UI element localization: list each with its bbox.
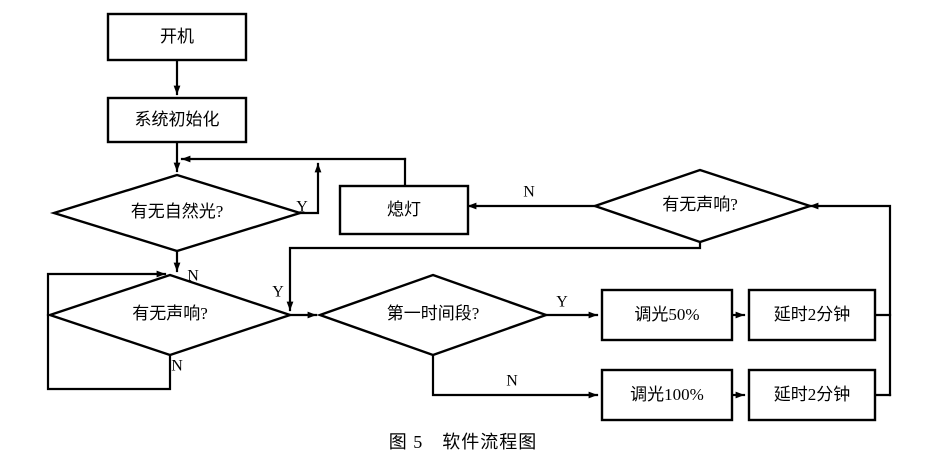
node-dim-100-label: 调光100% [630,385,704,404]
branch-label-natural-no: N [187,268,199,285]
branch-label-first-period-no: N [506,373,518,390]
node-natural-light-label: 有无自然光? [131,202,224,221]
branch-label-layer: Y N N Y N Y N [171,184,568,390]
node-start-label: 开机 [160,27,194,46]
node-init-label: 系统初始化 [135,110,220,129]
node-lamp-off-shape [338,184,470,236]
node-delay-bottom-label: 延时2分钟 [774,385,851,404]
node-dim-100-shape [600,368,734,422]
node-dim-50-shape [600,288,734,342]
node-init[interactable]: 系统初始化 [106,96,248,144]
connector-rightbus-to-soundtop [808,202,892,397]
figure-caption: 图 5 软件流程图 [388,432,538,452]
branch-label-sound-left-no: N [171,358,183,375]
node-sound-top-label: 有无声响? [662,195,738,214]
node-first-period-label: 第一时间段? [387,304,480,323]
node-dim-50-label: 调光50% [634,305,699,324]
branch-label-sound-top-yes: Y [272,284,284,301]
connector-soundleft-no-loop [46,270,172,391]
node-delay-top-shape [747,288,877,342]
node-init-shape [106,96,248,144]
connector-soundtop-yes [286,240,702,312]
node-sound-left-shape [46,273,294,357]
node-delay-top[interactable]: 延时2分钟 [747,288,877,342]
node-delay-bottom[interactable]: 延时2分钟 [747,368,877,422]
node-delay-bottom-shape [747,368,877,422]
node-lamp-off[interactable]: 熄灯 [338,184,470,236]
branch-label-first-period-yes: Y [556,294,568,311]
connector-layer [46,58,892,399]
node-sound-top-shape [591,168,814,244]
node-natural-light-shape [49,173,305,253]
node-sound-top-decision[interactable]: 有无声响? [591,168,814,244]
node-first-period-shape [316,273,550,357]
node-dim-50[interactable]: 调光50% [600,288,734,342]
node-sound-left-label: 有无声响? [132,304,208,323]
node-lamp-off-label: 熄灯 [387,200,421,219]
node-start[interactable]: 开机 [106,12,248,62]
connector-period-no [431,353,599,399]
node-natural-light-decision[interactable]: 有无自然光? [49,173,305,253]
branch-label-sound-top-no: N [523,184,535,201]
node-first-period-decision[interactable]: 第一时间段? [316,273,550,357]
node-sound-left-decision[interactable]: 有无声响? [46,273,294,357]
branch-label-natural-yes: Y [296,199,308,216]
node-dim-100[interactable]: 调光100% [600,368,734,422]
node-delay-top-label: 延时2分钟 [774,305,851,324]
connector-natural-yes [298,162,322,215]
node-start-shape [106,12,248,62]
